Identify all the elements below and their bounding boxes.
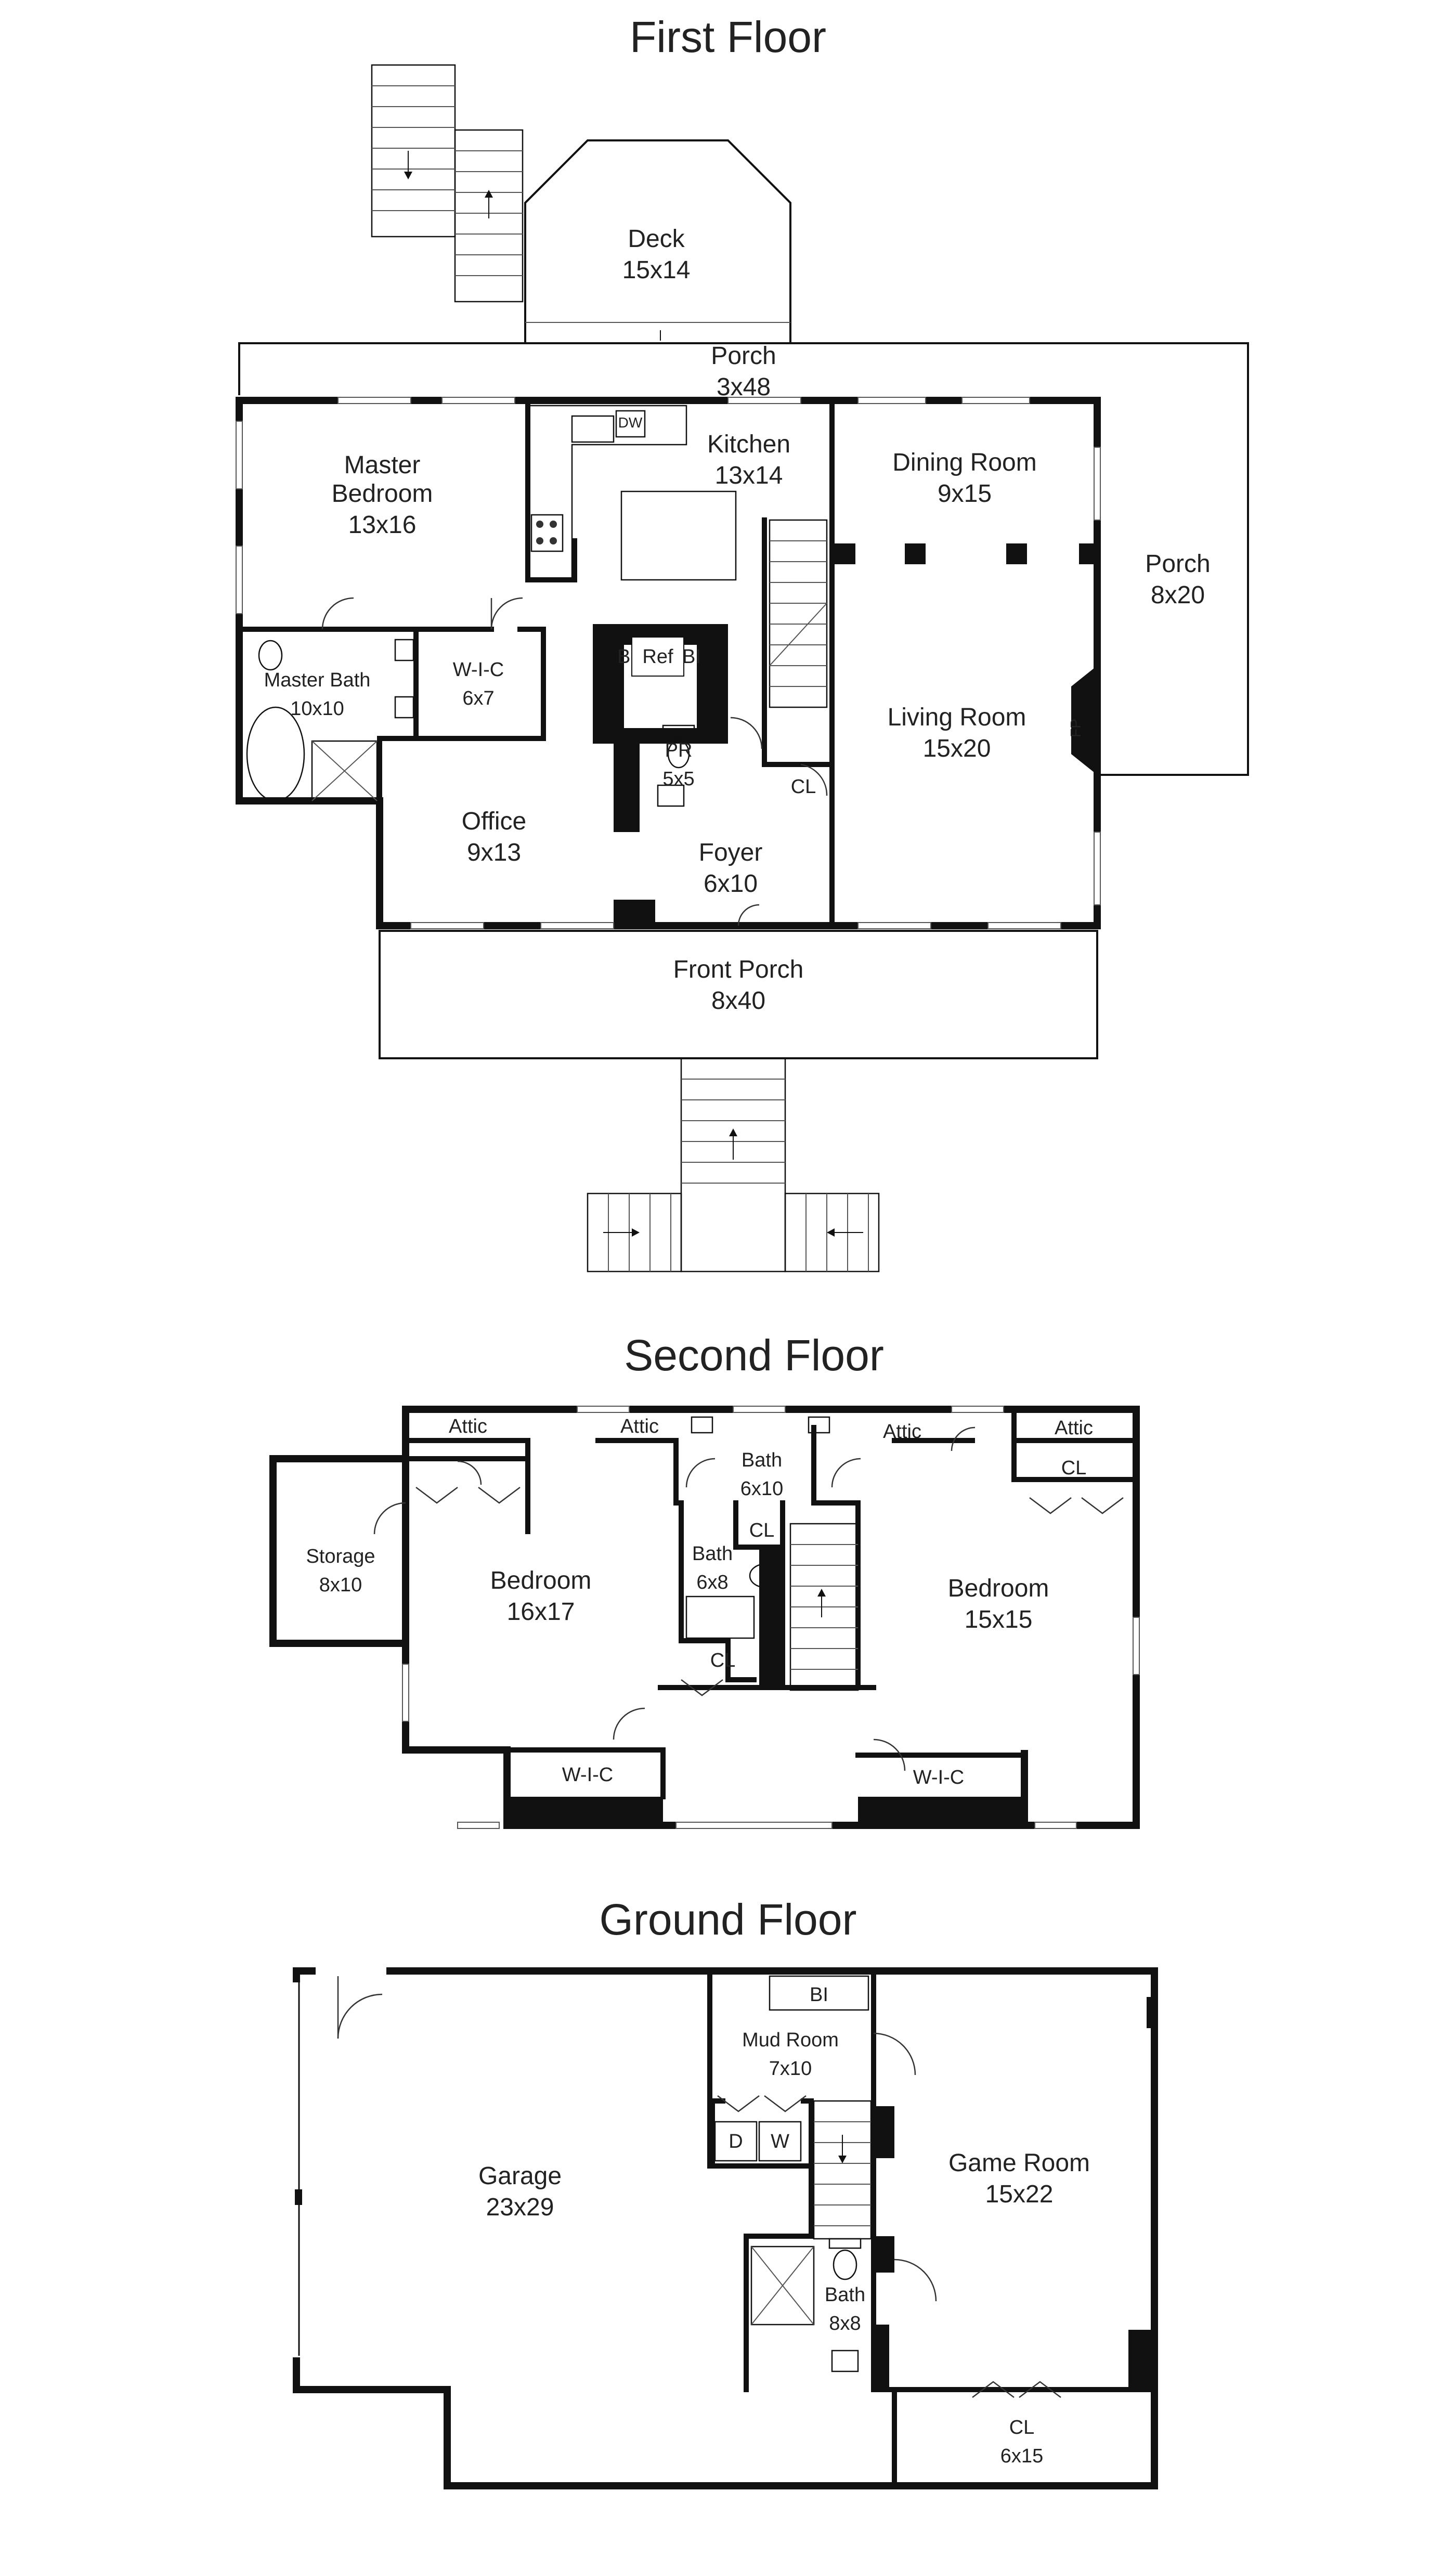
builtin-label: BI <box>810 1984 828 2006</box>
deck-name: Deck <box>628 225 685 253</box>
powder-room-name: PR <box>665 739 693 761</box>
ground-floor-fixtures: BI D W <box>337 1975 1061 2398</box>
front-porch-size: 8x40 <box>711 987 765 1015</box>
second-floor: Second Floor <box>269 1331 1140 1829</box>
ground-floor-labels: Garage 23x29 Mud Room 7x10 Game Room 15x… <box>478 2029 1090 2467</box>
second-low-closet-name: CL <box>710 1650 736 1671</box>
cooktop <box>530 514 564 552</box>
interior-stairs <box>769 519 828 708</box>
back-porch-name: Porch <box>711 342 776 370</box>
bedroom-left-name: Bedroom <box>490 1567 592 1594</box>
wic-right-name: W-I-C <box>913 1767 965 1788</box>
powder-room-fixtures <box>657 724 695 807</box>
second-floor-labels: Attic Attic Attic Attic CL Storage 8x10 … <box>306 1416 1093 1788</box>
attic-3-name: Attic <box>883 1421 921 1443</box>
deck: Deck 15x14 <box>524 139 791 343</box>
second-right-closet-name: CL <box>1061 1457 1087 1479</box>
garage-size: 23x29 <box>486 2194 554 2221</box>
back-stairs <box>371 64 524 303</box>
office-name: Office <box>462 808 527 835</box>
refrigerator-label: Ref <box>642 646 673 668</box>
dryer-label: D <box>729 2131 743 2152</box>
bath-small-name: Bath <box>692 1543 733 1565</box>
ground-bath-name: Bath <box>825 2284 865 2306</box>
deck-size: 15x14 <box>622 256 691 284</box>
first-floor-windows <box>236 397 1101 929</box>
washer-label: W <box>771 2131 789 2152</box>
living-room-name: Living Room <box>888 704 1026 731</box>
attic-4-name: Attic <box>1055 1417 1093 1439</box>
first-floor: First Floor Deck 15 <box>236 12 1249 1273</box>
front-stairs <box>587 1057 880 1273</box>
master-bedroom-name-2: Bedroom <box>332 480 433 508</box>
kitchen-name: Kitchen <box>707 431 790 458</box>
game-room-size: 15x22 <box>985 2181 1054 2208</box>
ground-floor-walls <box>293 1967 1158 2489</box>
back-porch: Porch 3x48 Porch 8x20 <box>238 330 1249 776</box>
back-porch-size: 3x48 <box>717 373 771 401</box>
master-bath-fixtures <box>246 639 414 802</box>
ground-floor: Ground Floor <box>293 1895 1158 2489</box>
storage-size: 8x10 <box>319 1574 362 1596</box>
game-room-name: Game Room <box>948 2149 1090 2177</box>
attic-1-name: Attic <box>449 1416 487 1437</box>
attic-2-name: Attic <box>620 1416 659 1437</box>
office-size: 9x13 <box>467 839 521 866</box>
kitchen-fixtures: DW BI Ref BI FP <box>530 405 1084 737</box>
dining-room-size: 9x15 <box>938 480 992 508</box>
storage-name: Storage <box>306 1546 375 1567</box>
master-bath-size: 10x10 <box>290 698 344 720</box>
bedroom-right-size: 15x15 <box>965 1606 1033 1633</box>
wic-left-name: W-I-C <box>562 1764 614 1786</box>
second-mid-closet-name: CL <box>749 1520 775 1541</box>
ground-closet-size: 6x15 <box>1000 2445 1043 2467</box>
fireplace-label: FP <box>1068 719 1084 737</box>
master-bedroom-size: 13x16 <box>348 511 417 539</box>
bedroom-right-name: Bedroom <box>948 1575 1049 1602</box>
mud-room-name: Mud Room <box>742 2029 839 2051</box>
side-porch-name: Porch <box>1145 550 1210 578</box>
front-porch-name: Front Porch <box>673 956 804 983</box>
ground-floor-title: Ground Floor <box>600 1895 857 1944</box>
first-floor-doors <box>321 597 828 926</box>
bath-top-size: 6x10 <box>740 1478 783 1500</box>
bedroom-left-size: 16x17 <box>507 1598 575 1626</box>
dining-room-name: Dining Room <box>892 449 1036 476</box>
bath-small-size: 6x8 <box>696 1572 728 1593</box>
garage-name: Garage <box>478 2162 562 2190</box>
side-porch-size: 8x20 <box>1151 581 1205 609</box>
first-closet-name: CL <box>791 776 816 798</box>
master-bedroom-name-1: Master <box>344 451 421 479</box>
dishwasher-label: DW <box>618 414 643 431</box>
first-floor-labels: Master Bedroom 13x16 Kitchen 13x14 Dinin… <box>264 431 1037 898</box>
wic-name: W-I-C <box>453 659 504 681</box>
foyer-name: Foyer <box>699 839 763 866</box>
front-porch: Front Porch 8x40 <box>379 930 1098 1059</box>
living-room-size: 15x20 <box>923 735 991 762</box>
ground-closet-name: CL <box>1009 2417 1035 2438</box>
powder-room-size: 5x5 <box>662 768 694 790</box>
second-floor-title: Second Floor <box>624 1331 884 1380</box>
second-floor-fixtures <box>373 1416 1124 1771</box>
builtin-right-label: BI <box>682 646 701 668</box>
foyer-size: 6x10 <box>704 870 758 898</box>
bath-top-name: Bath <box>742 1449 782 1471</box>
kitchen-size: 13x14 <box>715 462 783 489</box>
wic-size: 6x7 <box>462 687 494 709</box>
first-floor-title: First Floor <box>630 12 826 61</box>
ground-bath-size: 8x8 <box>829 2313 861 2334</box>
master-bath-name: Master Bath <box>264 669 371 691</box>
second-floor-windows <box>402 1406 1140 1829</box>
mud-room-size: 7x10 <box>769 2058 812 2080</box>
